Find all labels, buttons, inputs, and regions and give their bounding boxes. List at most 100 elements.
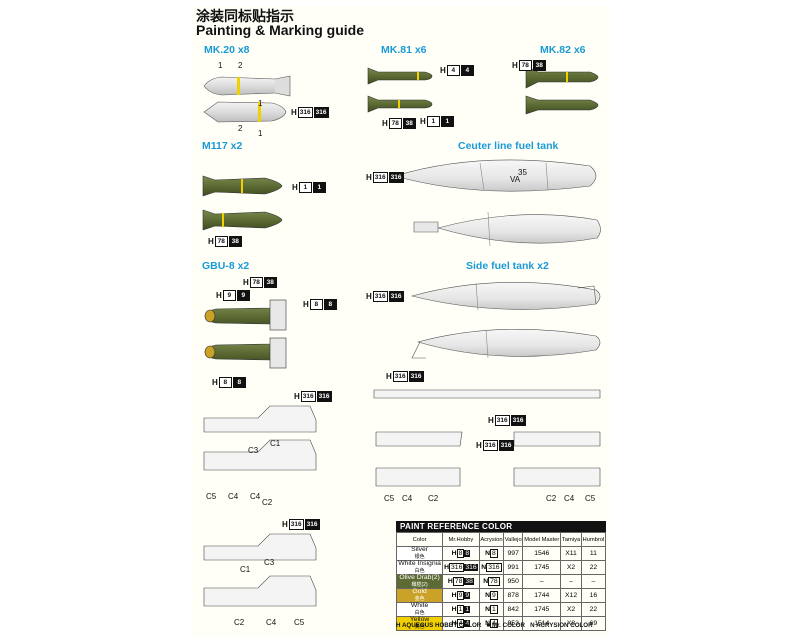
callout-c5b: C5 xyxy=(384,494,395,503)
mk82-bomb-2 xyxy=(525,95,599,115)
center-tank-1 xyxy=(393,159,597,192)
mk81-bomb-2 xyxy=(367,95,433,113)
callout-c3: C3 xyxy=(248,446,259,455)
paint-table-col-2: Acrysion xyxy=(478,532,505,547)
paint-table-cell: 1546 xyxy=(522,546,562,561)
paint-table-cell: X2 xyxy=(560,560,582,575)
paint-table-cell: 842 xyxy=(503,602,524,617)
callout-c4e: C4 xyxy=(266,618,277,627)
callout-va: VA xyxy=(510,175,521,184)
section-gbu8: GBU-8 x2 xyxy=(202,260,250,272)
callout-c4d: C4 xyxy=(564,494,575,503)
paint-table-cell: – xyxy=(560,574,582,589)
pylon-left-1 xyxy=(203,405,317,607)
paint-table-col-6: Humbrol xyxy=(580,532,607,547)
paint-table-title: PAINT REFERENCE COLOR xyxy=(396,521,606,532)
section-mk20: MK.20 x8 xyxy=(204,44,250,56)
section-m117: M117 x2 xyxy=(202,140,243,152)
paint-table-cell: 16 xyxy=(580,588,607,603)
paint-table-cell: X8 xyxy=(560,616,582,631)
m117-bomb-2 xyxy=(202,209,283,231)
callout-c5d: C5 xyxy=(294,618,305,627)
callout-c2c: C2 xyxy=(546,494,557,503)
callout-c5c: C5 xyxy=(585,494,596,503)
paint-table-cell: 1745 xyxy=(522,560,562,575)
callout-c5: C5 xyxy=(206,492,217,501)
side-tank-1 xyxy=(410,281,601,311)
callout-1: 1 xyxy=(218,61,223,70)
paint-table-cell: X12 xyxy=(560,588,582,603)
color-legend: H AQUEOUS HOBBY COLOR ■ Mr. COLOR N ACRY… xyxy=(396,622,593,629)
title-cn: 涂装同标贴指示 xyxy=(196,9,294,25)
paint-table-cell: 11 xyxy=(580,546,607,561)
paint-table-cell: – xyxy=(580,574,607,589)
section-side-tank: Side fuel tank x2 xyxy=(466,260,549,272)
paint-table-cell: 1744 xyxy=(522,588,562,603)
paint-table-cell: 1514 xyxy=(522,616,562,631)
paint-table-cell: Olive Drab(2)橄榄(2) xyxy=(395,574,444,589)
paint-table-cell: X2 xyxy=(560,602,582,617)
paint-table-col-5: Tamiya xyxy=(560,532,582,547)
section-mk81: MK.81 x6 xyxy=(381,44,427,56)
gbu8-bomb-2 xyxy=(204,337,287,369)
m117-bomb-1 xyxy=(202,175,283,197)
paint-table-cell: 22 xyxy=(580,560,607,575)
paint-table-cell: 878 xyxy=(503,588,524,603)
callout-2b: 2 xyxy=(238,124,243,133)
callout-c4: C4 xyxy=(228,492,239,501)
paint-table-cell: X11 xyxy=(560,546,582,561)
callout-1c: 1 xyxy=(258,129,263,138)
section-center-tank: Ceuter line fuel tank xyxy=(458,140,559,152)
title-en: Painting & Marking guide xyxy=(196,22,365,38)
paint-table-cell: – xyxy=(522,574,562,589)
paint-table-cell: 22 xyxy=(580,602,607,617)
mk82-bomb-1 xyxy=(525,65,599,89)
callout-c2: C2 xyxy=(262,498,273,507)
callout-2: 2 xyxy=(238,61,243,70)
paint-table-cell: 997 xyxy=(503,546,524,561)
callout-c3b: C3 xyxy=(264,558,275,567)
callout-1b: 1 xyxy=(258,99,263,108)
paint-table-col-1: Mr.Hobby xyxy=(442,532,480,547)
mk81-bomb-1 xyxy=(367,67,433,85)
callout-c4b: C4 xyxy=(250,492,261,501)
paint-table-col-3: Vallejo xyxy=(503,532,524,547)
section-mk82: MK.82 x6 xyxy=(540,44,586,56)
paint-table-cell: 69 xyxy=(580,616,607,631)
